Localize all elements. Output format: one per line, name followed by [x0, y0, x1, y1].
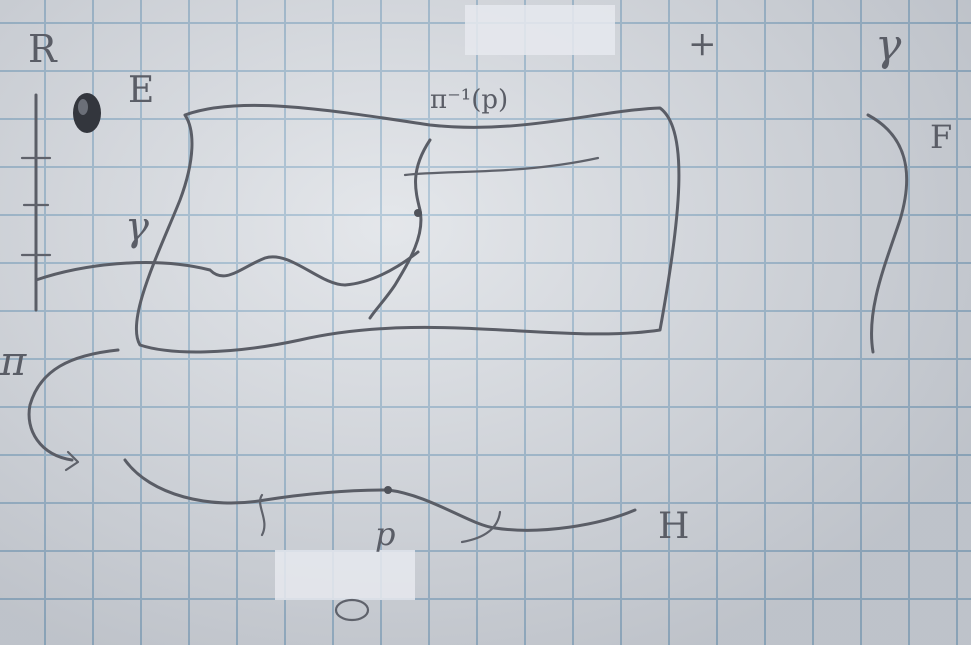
label-r: R — [28, 27, 58, 71]
base-mark-right — [460, 510, 502, 544]
label-e: E — [128, 70, 154, 111]
base-mark-left — [259, 493, 266, 537]
fiber-point — [414, 209, 422, 217]
glare-patch-bottom — [275, 550, 415, 600]
total-space-e-outline — [134, 103, 681, 354]
label-gamma: γ — [125, 204, 149, 250]
fiber-horizontal-strand — [403, 156, 600, 177]
glare-patch-top — [465, 5, 615, 55]
projection-arrowhead — [64, 450, 80, 472]
label-p: p — [375, 515, 395, 553]
label-gamma-top: γ — [875, 20, 902, 71]
binder-hole — [73, 93, 101, 133]
label-pi: π — [0, 339, 27, 385]
binder-hole-highlight — [78, 99, 88, 115]
gamma-lift-curve — [34, 250, 420, 287]
label-h: H — [658, 506, 689, 547]
base-point-p — [384, 486, 392, 494]
label-preimage: π⁻¹(p) — [430, 85, 508, 115]
projection-arrow-pi — [27, 348, 120, 462]
fiber-f-bracket — [866, 113, 909, 354]
label-plus: + — [688, 24, 717, 64]
label-f: F — [930, 118, 952, 156]
faint-bottom-mark — [334, 598, 370, 622]
fiber-preimage-curve — [368, 138, 432, 320]
